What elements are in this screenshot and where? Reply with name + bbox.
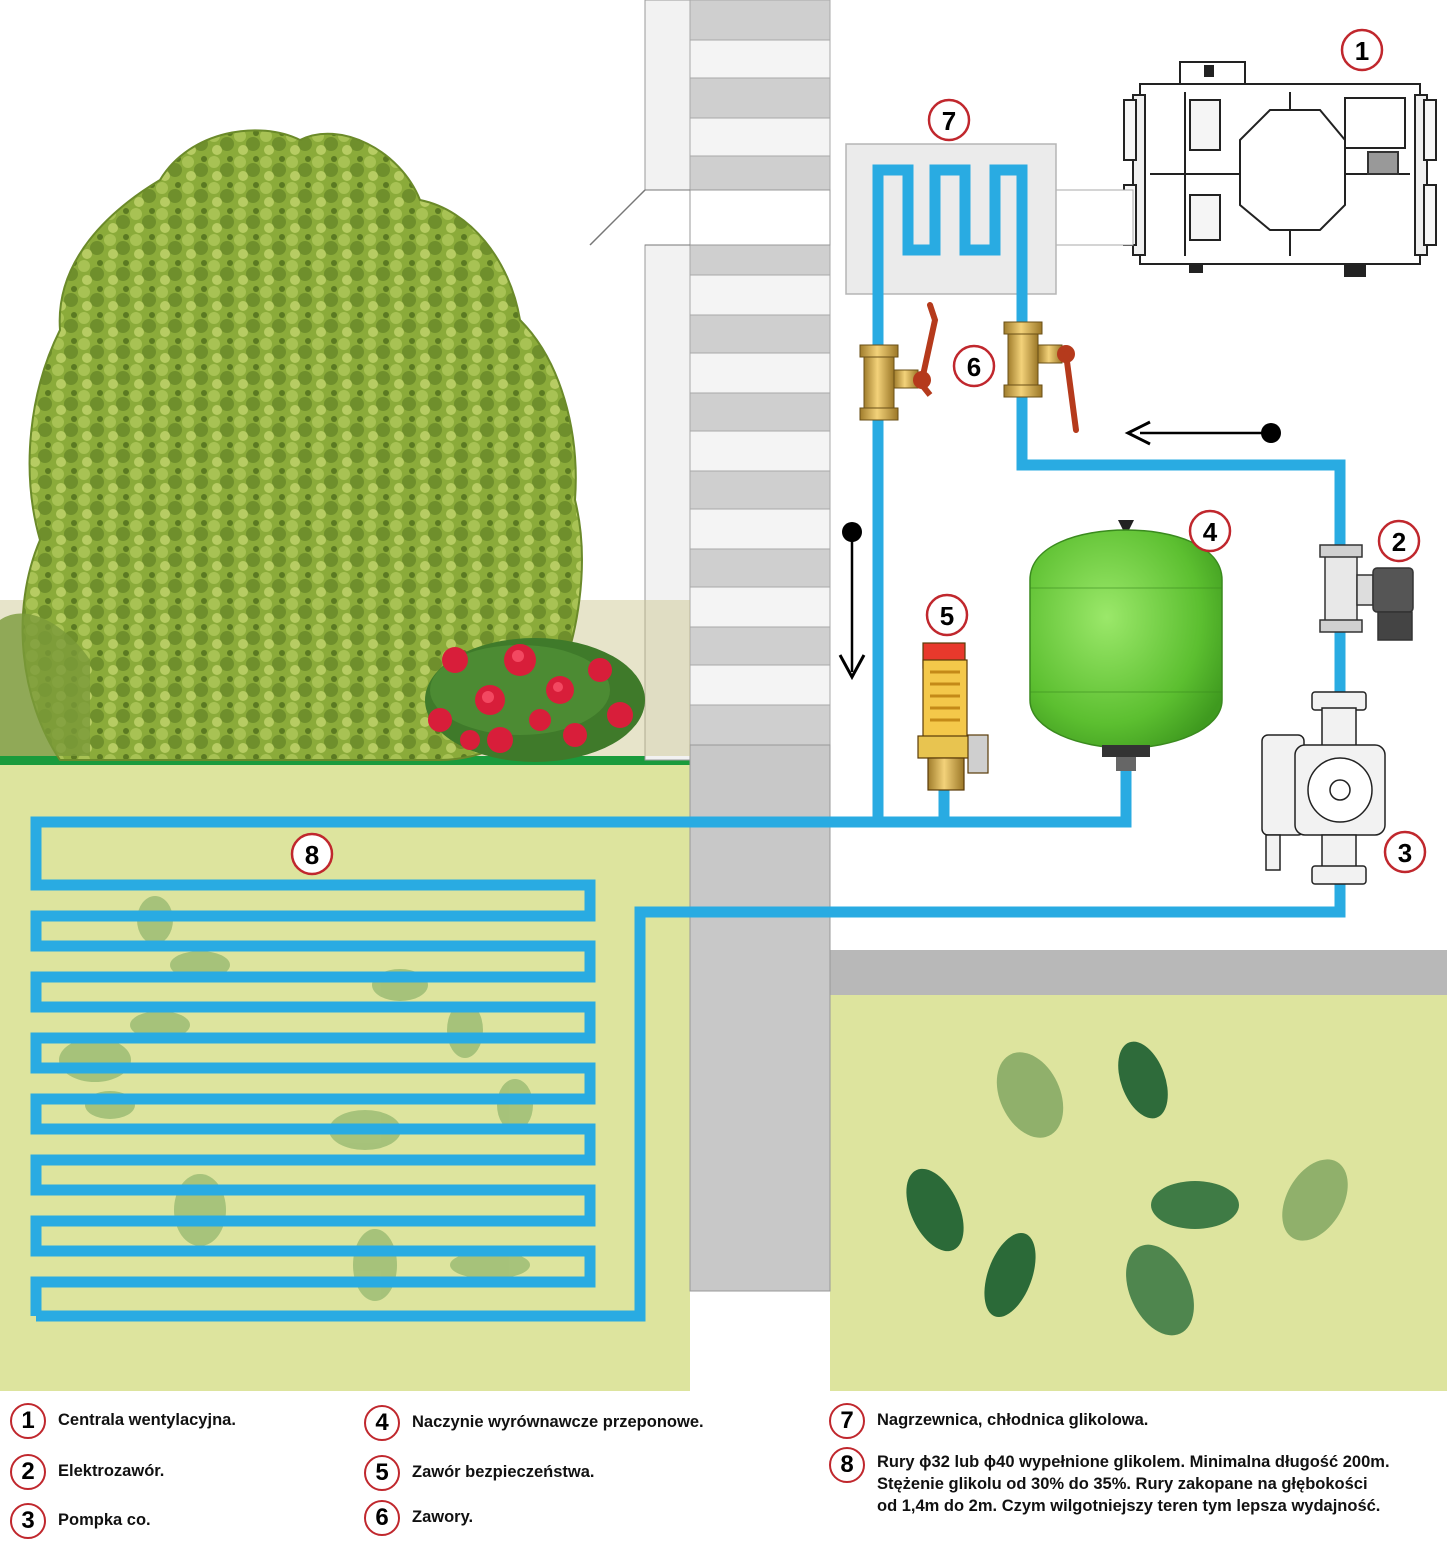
building-wall xyxy=(589,0,831,1292)
ball-valve-left xyxy=(859,302,939,421)
legend-item-3: 3 Pompka co. xyxy=(10,1503,151,1539)
legend-text-line-3: od 1,4m do 2m. Czym wilgotniejszy teren … xyxy=(877,1497,1381,1515)
rose-bush xyxy=(425,638,645,762)
svg-text:3: 3 xyxy=(1398,838,1412,868)
floor-slab xyxy=(830,950,1447,995)
legend: 1 Centrala wentylacyjna. 2 Elektrozawór.… xyxy=(0,1391,1447,1551)
legend-text: Nagrzewnica, chłodnica glikolowa. xyxy=(877,1411,1149,1429)
legend-text: Zawór bezpieczeństwa. xyxy=(412,1463,595,1481)
soil-stones-right xyxy=(906,1041,1348,1336)
svg-text:5: 5 xyxy=(940,601,954,631)
legend-num: 6 xyxy=(364,1500,400,1536)
callout-8: 8 xyxy=(290,832,334,876)
legend-text: Pompka co. xyxy=(58,1511,151,1529)
expansion-tank xyxy=(1029,520,1223,771)
legend-num: 3 xyxy=(10,1503,46,1539)
legend-num: 7 xyxy=(829,1403,865,1439)
svg-text:4: 4 xyxy=(1203,517,1218,547)
legend-text: Naczynie wyrównawcze przeponowe. xyxy=(412,1413,704,1431)
legend-text: Elektrozawór. xyxy=(58,1462,165,1480)
flow-arrow-right xyxy=(1124,420,1281,446)
callout-7: 7 xyxy=(927,98,971,142)
legend-num: 1 xyxy=(10,1403,46,1439)
circulation-pump xyxy=(1261,691,1386,885)
legend-item-7: 7 Nagrzewnica, chłodnica glikolowa. xyxy=(829,1403,1148,1439)
ball-valve-right xyxy=(1003,321,1079,433)
flow-arrow-down xyxy=(838,522,866,681)
svg-text:7: 7 xyxy=(942,106,956,136)
legend-text: Zawory. xyxy=(412,1508,474,1526)
callout-3: 3 xyxy=(1383,830,1427,874)
callout-4: 4 xyxy=(1188,509,1232,553)
legend-item-5: 5 Zawór bezpieczeństwa. xyxy=(364,1455,594,1491)
legend-item-4: 4 Naczynie wyrównawcze przeponowe. xyxy=(364,1405,704,1441)
svg-text:6: 6 xyxy=(967,352,981,382)
legend-text-line-1: Rury ϕ32 lub ϕ40 wypełnione glikolem. Mi… xyxy=(877,1453,1390,1471)
callout-5: 5 xyxy=(925,593,969,637)
solenoid-valve xyxy=(1319,544,1414,641)
legend-num: 4 xyxy=(364,1405,400,1441)
ventilation-unit xyxy=(1123,61,1437,277)
legend-text: Centrala wentylacyjna. xyxy=(58,1411,236,1429)
safety-valve xyxy=(917,642,989,791)
legend-item-6: 6 Zawory. xyxy=(364,1500,473,1536)
callout-1: 1 xyxy=(1340,28,1384,72)
legend-item-2: 2 Elektrozawór. xyxy=(10,1454,164,1490)
legend-num: 5 xyxy=(364,1455,400,1491)
legend-item-1: 1 Centrala wentylacyjna. xyxy=(10,1403,236,1439)
callout-2: 2 xyxy=(1377,519,1421,563)
legend-item-8: 8 Rury ϕ32 lub ϕ40 wypełnione glikolem. … xyxy=(829,1447,1441,1517)
svg-text:2: 2 xyxy=(1392,527,1406,557)
svg-text:8: 8 xyxy=(305,840,319,870)
air-duct xyxy=(1054,189,1134,246)
legend-num: 8 xyxy=(829,1447,865,1483)
ground-source-glycol-diagram: 1 2 3 4 5 6 7 8 xyxy=(0,0,1447,1391)
legend-num: 2 xyxy=(10,1454,46,1490)
callout-6: 6 xyxy=(952,344,996,388)
legend-text-line-2: Stężenie glikolu od 30% do 35%. Rury zak… xyxy=(877,1475,1368,1493)
svg-text:1: 1 xyxy=(1355,36,1369,66)
